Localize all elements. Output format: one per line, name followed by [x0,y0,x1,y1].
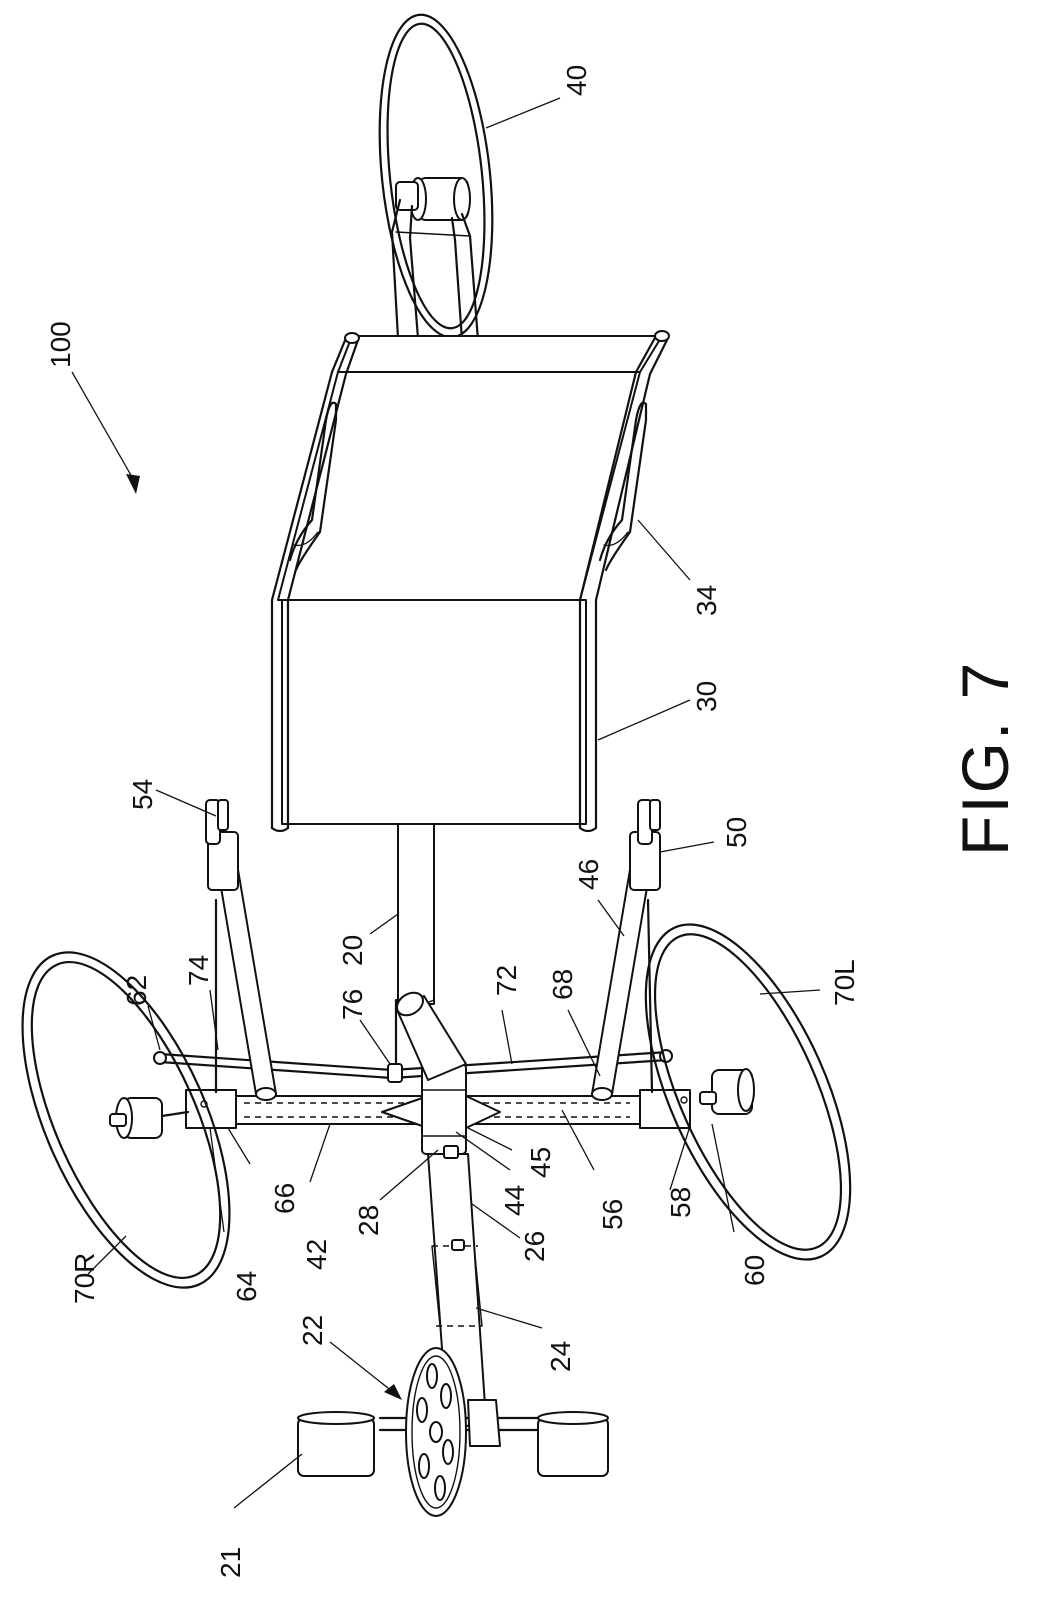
callout-72: 72 [491,965,522,996]
callout-20: 20 [337,935,368,966]
callout-44: 44 [499,1185,530,1216]
callout-22: 22 [297,1315,328,1346]
crankset-22 [297,1347,609,1517]
pedal-left [297,1417,375,1477]
callout-66: 66 [269,1183,300,1214]
callout-labels: 100 40 34 30 54 50 46 62 74 76 20 72 68 … [45,65,860,1578]
callout-60: 60 [739,1255,770,1286]
callout-56: 56 [597,1199,628,1230]
pedal-right [537,1417,609,1477]
figure-caption: FIG. 7 [948,661,1022,856]
front-wheel-70L [644,923,852,1261]
callout-30: 30 [691,681,722,712]
callout-21: 21 [215,1547,246,1578]
callout-46: 46 [573,859,604,890]
main-frame-20 [397,823,435,1005]
steering-arm-46 [591,799,661,1101]
callout-24: 24 [545,1341,576,1372]
callout-28: 28 [353,1205,384,1236]
callout-54: 54 [127,779,158,810]
tie-rod-72-74 [153,998,673,1083]
callout-40: 40 [561,65,592,96]
callout-70L: 70L [829,959,860,1006]
callout-26: 26 [519,1231,550,1262]
callout-68: 68 [547,969,578,1000]
callout-42: 42 [301,1239,332,1270]
callout-45: 45 [525,1147,556,1178]
front-wheel-70R [21,951,231,1289]
rear-wheel-40 [378,13,494,342]
callout-62: 62 [121,975,152,1006]
callout-70R: 70R [69,1253,100,1304]
steering-pivot-44-45 [381,1063,501,1155]
leader-lines [71,97,821,1509]
callout-34: 34 [691,585,722,616]
callout-58: 58 [665,1187,696,1218]
seat-30 [270,330,670,833]
callout-50: 50 [721,817,752,848]
callout-64: 64 [231,1271,262,1302]
steering-arm-54 [205,799,277,1101]
callout-74: 74 [183,955,214,986]
callout-100: 100 [45,321,76,368]
callout-76: 76 [337,989,368,1020]
